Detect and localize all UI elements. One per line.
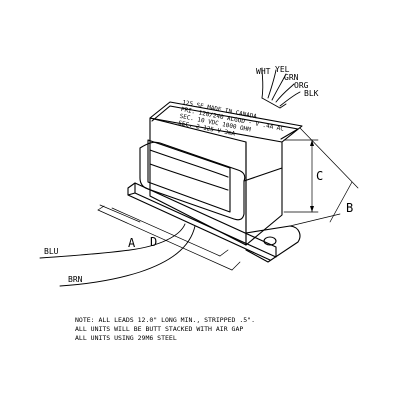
lead-label-brn: BRN [68,275,83,284]
dimension-label-a: A [128,236,136,250]
dimension-c [283,139,319,213]
dim-c-arrow-top [310,140,314,146]
mounting-hole [263,236,277,246]
mounting-base [127,182,301,263]
dim-c-arrow-bottom [310,206,314,212]
bobbin-winding [139,139,283,221]
dimension-label-c: C [316,169,323,183]
dimension-ad [97,204,241,271]
dimension-label-d: D [150,235,157,249]
core-side [245,141,283,246]
lead-label-blk: BLK [304,89,319,98]
dimension-label-b: B [346,201,353,215]
top-leads [261,67,301,109]
lead-label-org: ORG [294,81,309,90]
core-top [149,101,303,143]
note-line-1: NOTE: ALL LEADS 12.0" LONG MIN., STRIPPE… [75,316,255,324]
note-line-2: ALL UNITS WILL BE BUTT STACKED WITH AIR … [75,325,243,333]
left-leads [39,223,196,287]
lead-label-yel: YEL [275,65,290,74]
lead-label-grn: GRN [284,73,299,82]
dimension-b [289,127,359,227]
lead-label-blu: BLU [44,247,59,256]
lead-label-wht: WHT [256,67,271,76]
note-line-3: ALL UNITS USING 29M6 STEEL [75,334,177,342]
